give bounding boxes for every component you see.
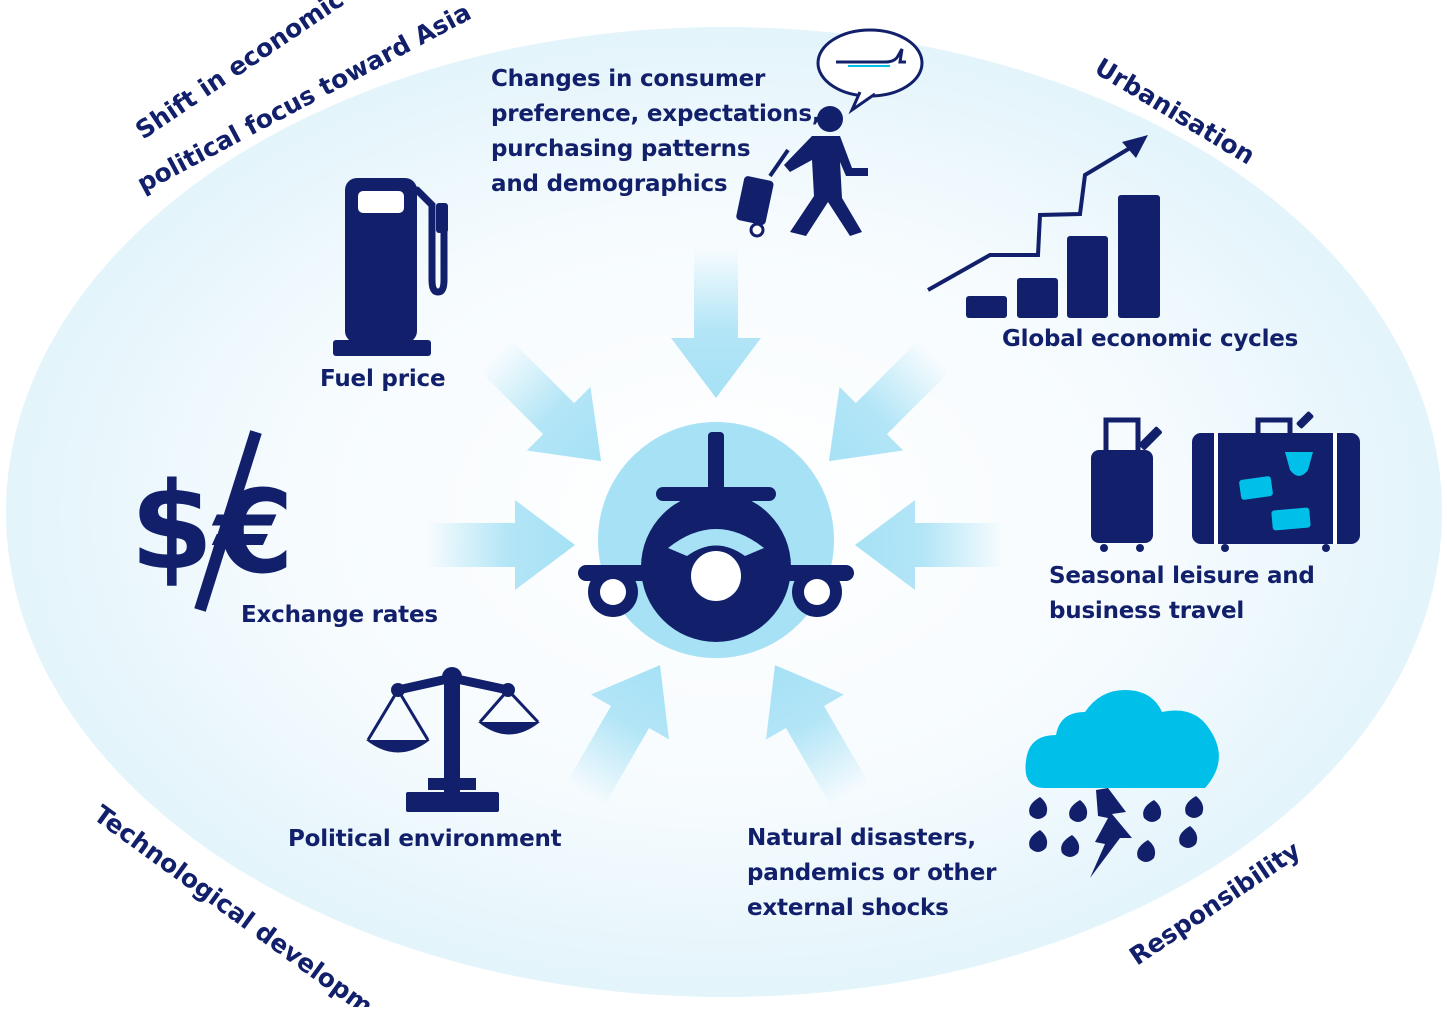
svg-text:€: € bbox=[211, 466, 294, 600]
seasonal-travel-line2: business travel bbox=[1049, 594, 1315, 629]
fuel-price-label: Fuel price bbox=[320, 362, 445, 397]
economic-cycles-label: Global economic cycles bbox=[1002, 322, 1298, 357]
consumer-label-line1: Changes in consumer bbox=[491, 62, 820, 97]
natural-disasters-line2: pandemics or other bbox=[747, 856, 996, 891]
consumer-label: Changes in consumer preference, expectat… bbox=[491, 62, 820, 202]
seasonal-travel-line1: Seasonal leisure and bbox=[1049, 559, 1315, 594]
natural-disasters-line1: Natural disasters, bbox=[747, 821, 996, 856]
consumer-label-line4: and demographics bbox=[491, 167, 820, 202]
political-environment-label: Political environment bbox=[288, 822, 561, 857]
natural-disasters-line3: external shocks bbox=[747, 891, 996, 926]
svg-text:$: $ bbox=[130, 458, 214, 597]
consumer-label-line2: preference, expectations, bbox=[491, 97, 820, 132]
consumer-label-line3: purchasing patterns bbox=[491, 132, 820, 167]
exchange-rates-label: Exchange rates bbox=[241, 598, 438, 633]
seasonal-travel-label: Seasonal leisure and business travel bbox=[1049, 559, 1315, 629]
natural-disasters-label: Natural disasters, pandemics or other ex… bbox=[747, 821, 996, 926]
